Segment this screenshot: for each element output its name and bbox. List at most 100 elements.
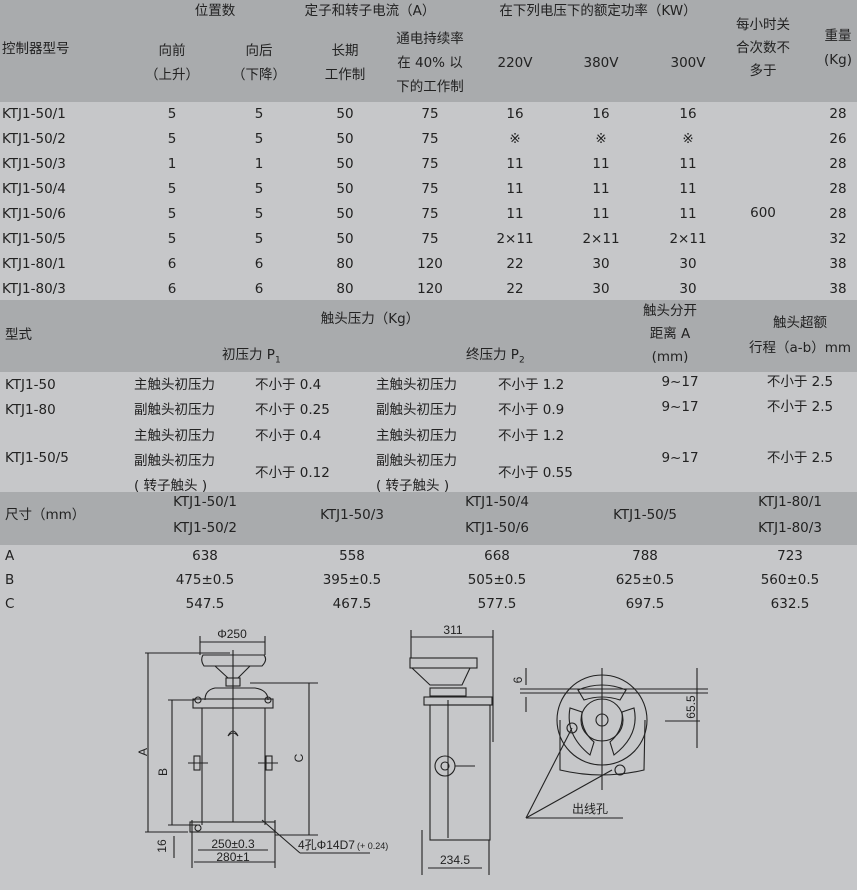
table1-cell: 16 [592, 106, 610, 122]
header-gap: 距离 A [649, 326, 691, 342]
row-initial-value: 不小于 0.4 [255, 428, 322, 444]
table3-cell: 697.5 [625, 596, 665, 612]
row-type: KTJ1-50/5 [5, 450, 69, 466]
table1-cell: 75 [421, 181, 439, 197]
row-type: KTJ1-80 [5, 402, 56, 418]
header-pressure: 触头压力（Kg） [320, 311, 420, 327]
row-initial-label: 主触头初压力 [134, 377, 215, 393]
header-weight: 重量 [824, 28, 852, 44]
row-over: 不小于 2.5 [766, 374, 834, 390]
table1-cell: 5 [254, 131, 264, 147]
table3-cell: 475±0.5 [175, 572, 235, 588]
table3-cell: 638 [192, 548, 218, 564]
table1-cell: 30 [679, 281, 697, 297]
table2-header-band [0, 300, 857, 372]
row-over: 不小于 2.5 [766, 450, 834, 466]
table3-dim: B [5, 572, 15, 588]
header-p1: 初压力 P1 [222, 347, 281, 366]
table1-cell: 11 [506, 181, 524, 197]
header-model-col: KTJ1-50/3 [320, 507, 384, 523]
table3-header-band [0, 492, 857, 545]
table1-header-band [0, 0, 857, 102]
table1-cell: 6 [254, 281, 264, 297]
header-long-term: 长期 [331, 43, 359, 59]
row-gap: 9~17 [661, 399, 699, 415]
header-over: 触头超额 [773, 315, 827, 331]
row-initial-label: 副触头初压力 [134, 453, 215, 469]
row-final-value: 不小于 1.2 [498, 428, 565, 444]
table1-cell: ※ [682, 131, 694, 147]
table1-cell: 11 [679, 156, 697, 172]
row-initial-label: 主触头初压力 [134, 428, 215, 444]
table1-cell: 5 [167, 131, 177, 147]
table1-cell: 6 [254, 256, 264, 272]
header-forward: （上升） [145, 67, 199, 83]
header-model: 控制器型号 [2, 41, 70, 57]
table1-cell: 30 [592, 256, 610, 272]
table3-cell: 632.5 [770, 596, 810, 612]
row-final-value: 不小于 1.2 [498, 377, 565, 393]
table1-cell: 6 [167, 256, 177, 272]
table3-dim: C [5, 596, 15, 612]
table1-cell: 80 [336, 281, 354, 297]
table1-cell: 75 [421, 231, 439, 247]
phi250-label: Φ250 [217, 627, 247, 641]
table1-model: KTJ1-50/5 [2, 231, 66, 247]
dim-b-label: B [156, 768, 170, 776]
table1-cell: 6 [167, 281, 177, 297]
table1-cell: 11 [679, 181, 697, 197]
table1-cell: 50 [336, 181, 354, 197]
table1-cell: 5 [254, 231, 264, 247]
table3-cell: 723 [777, 548, 803, 564]
dim-280-label: 280±1 [216, 850, 250, 864]
table1-cell: 50 [336, 131, 354, 147]
table1-cell: 5 [254, 181, 264, 197]
row-type: KTJ1-50 [5, 377, 56, 393]
dim-250-label: 250±0.3 [211, 837, 255, 851]
p1-subscript: 1 [274, 355, 281, 366]
dim-6-label: 6 [511, 676, 525, 683]
header-power: 在下列电压下的额定功率（KW） [499, 3, 697, 19]
holes-label: 4孔Φ14D7 [298, 838, 355, 852]
header-current: 定子和转子电流（A） [304, 3, 436, 19]
top-view-drawing: 6 65.5 出线孔 [511, 668, 708, 819]
table1-cell: 75 [421, 106, 439, 122]
outlet-label: 出线孔 [572, 802, 608, 816]
table3-cell: 505±0.5 [467, 572, 527, 588]
table1-cell: 2×11 [496, 231, 534, 247]
header-weight: (Kg) [824, 52, 852, 68]
row-final-note: ( 转子触头 ) [376, 478, 450, 494]
row-gap: 9~17 [661, 450, 699, 466]
header-forward: 向前 [158, 43, 186, 59]
table3-cell: 467.5 [332, 596, 372, 612]
table1-cell: 11 [592, 156, 610, 172]
table1-cell: 11 [679, 206, 697, 222]
header-model-col: KTJ1-50/5 [613, 507, 677, 523]
table1-cell: 11 [506, 156, 524, 172]
table3-cell: 395±0.5 [322, 572, 382, 588]
table1-cell: 50 [336, 106, 354, 122]
dim-a-label: A [136, 748, 150, 756]
header-model-col: KTJ1-50/6 [465, 520, 529, 536]
table1-cell: 11 [592, 206, 610, 222]
header-ops: 合次数不 [736, 40, 790, 56]
dim-65-label: 65.5 [684, 695, 698, 719]
row-final-label: 副触头初压力 [376, 453, 457, 469]
header-model-col: KTJ1-80/3 [758, 520, 822, 536]
header-size: 尺寸（mm） [5, 507, 86, 523]
table1-cell: ※ [509, 131, 521, 147]
header-backward: （下降） [232, 67, 286, 83]
table1-cell: 11 [506, 206, 524, 222]
header-gap: 触头分开 [643, 303, 697, 319]
header-position: 位置数 [194, 3, 236, 19]
table1-cell: 28 [829, 156, 847, 172]
table1-model: KTJ1-50/3 [2, 156, 66, 172]
dim-234-label: 234.5 [440, 853, 470, 867]
table1-cell: 5 [254, 206, 264, 222]
table1-model: KTJ1-80/3 [2, 281, 66, 297]
header-220v: 220V [497, 55, 533, 71]
table1-cell: 28 [829, 181, 847, 197]
row-initial-note: ( 转子触头 ) [134, 478, 208, 494]
table3-cell: 577.5 [477, 596, 517, 612]
